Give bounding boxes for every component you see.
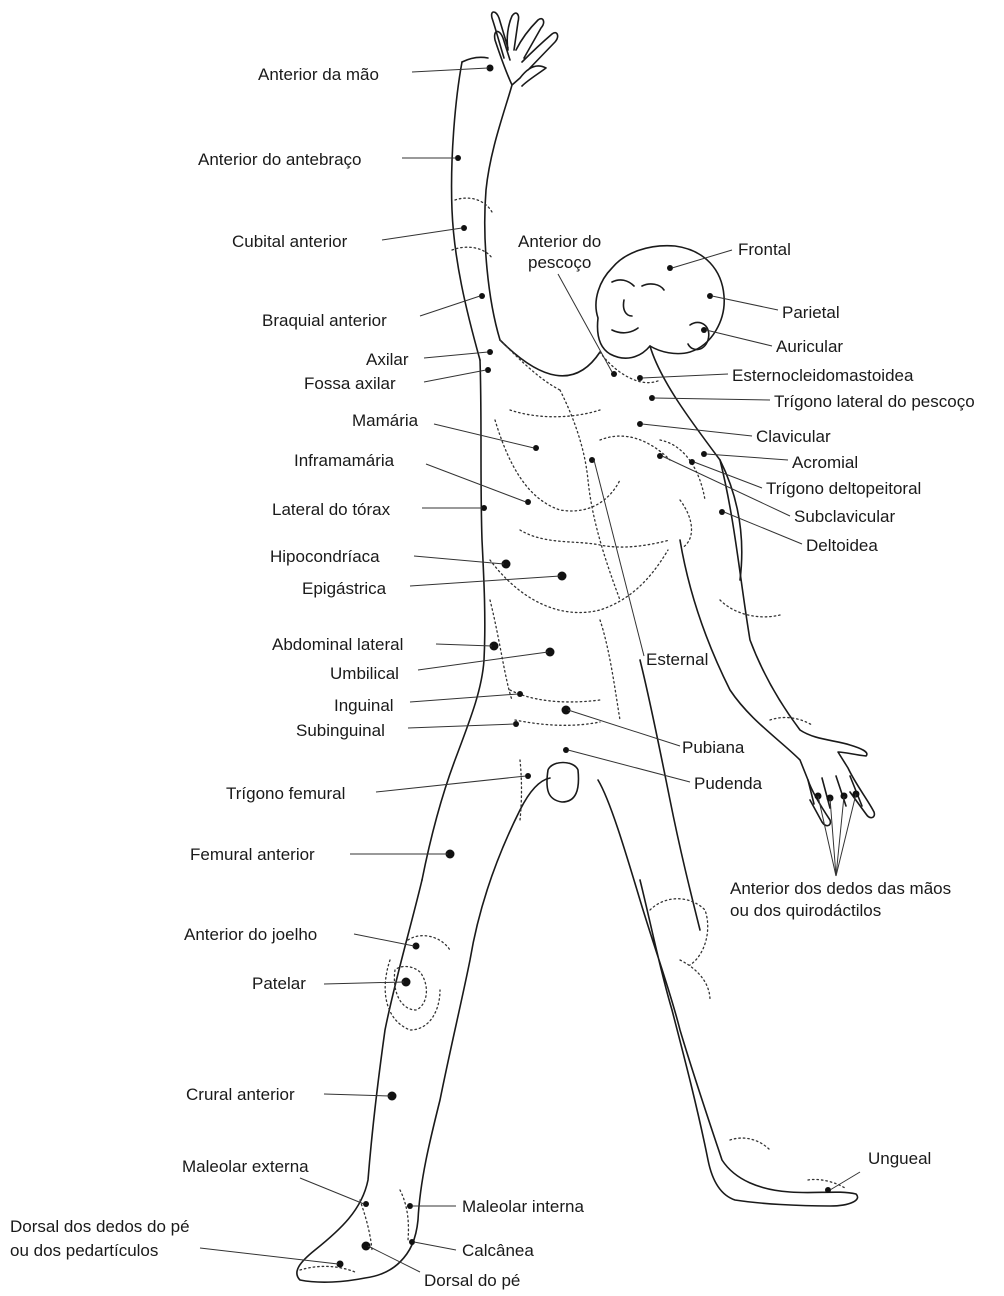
label-anterior-pescoco-1: Anterior do <box>518 232 601 251</box>
label-auricular: Auricular <box>776 337 843 356</box>
label-parietal: Parietal <box>782 303 840 322</box>
label-braquial-anterior: Braquial anterior <box>262 311 387 330</box>
label-pudenda: Pudenda <box>694 774 763 793</box>
label-trigono-lateral-pescoco: Trígono lateral do pescoço <box>774 392 975 411</box>
label-dorsal-pe: Dorsal do pé <box>424 1271 520 1290</box>
label-clavicular: Clavicular <box>756 427 831 446</box>
label-femural-anterior: Femural anterior <box>190 845 315 864</box>
point-dorsal-pe <box>362 1242 371 1251</box>
label-epigastrica: Epigástrica <box>302 579 387 598</box>
ear-outline <box>688 322 709 349</box>
label-anterior-pescoco-2: pescoço <box>528 253 591 272</box>
raised-arm-outer <box>462 57 488 62</box>
label-calcanea: Calcânea <box>462 1241 534 1260</box>
head-outline <box>596 246 724 358</box>
raised-arm-inner <box>452 62 480 360</box>
label-anterior-joelho: Anterior do joelho <box>184 925 317 944</box>
label-umbilical: Umbilical <box>330 664 399 683</box>
label-ungueal: Ungueal <box>868 1149 931 1168</box>
label-trigono-deltopeitoral: Trígono deltopeitoral <box>766 479 921 498</box>
torso-outline <box>422 340 742 880</box>
label-pubiana: Pubiana <box>682 738 745 757</box>
region-labels: Anterior da mão Anterior do antebraço Cu… <box>10 65 975 1290</box>
label-esternal: Esternal <box>646 650 708 669</box>
label-anterior-mao: Anterior da mão <box>258 65 379 84</box>
label-acromial: Acromial <box>792 453 858 472</box>
label-fossa-axilar: Fossa axilar <box>304 374 396 393</box>
label-maleolar-interna: Maleolar interna <box>462 1197 584 1216</box>
label-patelar: Patelar <box>252 974 306 993</box>
label-anterior-dedos-maos-2: ou dos quirodáctilos <box>730 901 881 920</box>
label-inframamaria: Inframamária <box>294 451 395 470</box>
label-anterior-dedos-maos-1: Anterior dos dedos das mãos <box>730 879 951 898</box>
label-esternocleidomastoidea: Esternocleidomastoidea <box>732 366 914 385</box>
label-lateral-torax: Lateral do tórax <box>272 500 391 519</box>
label-subinguinal: Subinguinal <box>296 721 385 740</box>
label-inguinal: Inguinal <box>334 696 394 715</box>
label-frontal: Frontal <box>738 240 791 259</box>
face-features <box>612 280 664 333</box>
label-mamaria: Mamária <box>352 411 419 430</box>
label-maleolar-externa: Maleolar externa <box>182 1157 309 1176</box>
label-crural-anterior: Crural anterior <box>186 1085 295 1104</box>
label-dorsal-dedos-pe-2: ou dos pedartículos <box>10 1241 158 1260</box>
label-subclavicular: Subclavicular <box>794 507 895 526</box>
label-dorsal-dedos-pe-1: Dorsal dos dedos do pé <box>10 1217 190 1236</box>
label-deltoidea: Deltoidea <box>806 536 878 555</box>
label-abdominal-lateral: Abdominal lateral <box>272 635 403 654</box>
label-anterior-antebraco: Anterior do antebraço <box>198 150 362 169</box>
label-hipocondriaca: Hipocondríaca <box>270 547 380 566</box>
genital-outline <box>547 763 579 803</box>
raised-arm-outline <box>485 12 558 340</box>
label-cubital-anterior: Cubital anterior <box>232 232 348 251</box>
label-axilar: Axilar <box>366 350 409 369</box>
label-trigono-femural: Trígono femural <box>226 784 345 803</box>
